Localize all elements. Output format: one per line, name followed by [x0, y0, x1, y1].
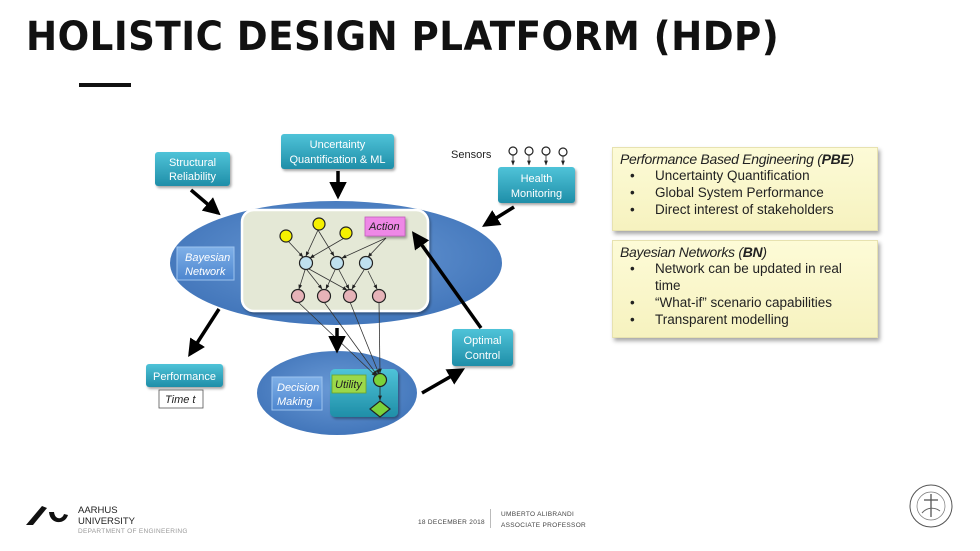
title-underline: [79, 83, 131, 87]
decision-making-label-2: Making: [277, 396, 313, 408]
svg-text:Performance: Performance: [153, 371, 216, 383]
pbe-item: Direct interest of stakeholders: [630, 201, 877, 218]
bn-heading: Bayesian Networks (BN): [620, 244, 767, 260]
svg-text:Action: Action: [368, 221, 400, 233]
slide-title: HOLISTIC DESIGN PLATFORM (HDP): [26, 14, 780, 60]
performance-box: Performance: [146, 364, 223, 387]
node-pink-3: [342, 288, 358, 304]
svg-text:Structural: Structural: [169, 157, 216, 169]
svg-text:Monitoring: Monitoring: [511, 188, 562, 200]
sensors-label: Sensors: [451, 149, 492, 161]
presenter-info: UMBERTO ALIBRANDI ASSOCIATE PROFESSOR: [501, 511, 587, 529]
sensor-icons: [508, 146, 568, 157]
svg-text:Optimal: Optimal: [464, 335, 502, 347]
decision-diamond-node: [369, 400, 391, 418]
pbe-info-box: Performance Based Engineering (PBE) Unce…: [612, 147, 878, 231]
bayesian-network-label: Bayesian Network: [176, 246, 235, 281]
utility-node: Utility: [331, 374, 367, 394]
svg-text:Health: Health: [521, 173, 553, 185]
time-t-label: Time t: [158, 389, 204, 409]
pbe-item: Global System Performance: [630, 184, 877, 201]
flow-arrows: [188, 171, 515, 395]
university-name: AARHUS UNIVERSITY DEPARTMENT OF ENGINEER…: [78, 505, 188, 538]
svg-text:Control: Control: [465, 350, 500, 362]
footer-separator: [490, 509, 491, 528]
node-pink-2: [316, 288, 332, 304]
node-yellow-3: [339, 226, 353, 240]
node-yellow-2: [312, 217, 326, 231]
bn-item: Network can be updated in real time: [630, 260, 865, 294]
bn-edges: [287, 229, 387, 291]
bn-item: “What-if” scenario capabilities: [630, 294, 877, 311]
node-pink-1: [290, 288, 306, 304]
uncertainty-ml-box: Uncertainty Quantification & ML: [281, 134, 394, 169]
department-name: DEPARTMENT OF ENGINEERING: [78, 528, 188, 535]
node-pink-4: [371, 288, 387, 304]
pbe-heading: Performance Based Engineering (PBE): [620, 151, 854, 167]
svg-text:Bayesian: Bayesian: [185, 252, 230, 264]
university-seal-icon: [909, 484, 953, 528]
bn-item: Transparent modelling: [630, 311, 877, 328]
node-yellow-1: [279, 229, 293, 243]
bn-info-box: Bayesian Networks (BN) Network can be up…: [612, 240, 878, 338]
decision-making-label-1: Decision: [277, 382, 319, 394]
decision-making-label-bg: [271, 376, 323, 411]
node-blue-3: [358, 255, 374, 271]
svg-text:Network: Network: [185, 266, 226, 278]
node-blue-2: [329, 255, 345, 271]
svg-text:Time t: Time t: [165, 394, 196, 406]
svg-text:Utility: Utility: [335, 379, 363, 391]
svg-text:Reliability: Reliability: [169, 171, 217, 183]
action-node: Action: [364, 216, 406, 237]
health-monitoring-box: Health Monitoring: [498, 167, 575, 203]
aarhus-university-logo-icon: [26, 506, 68, 525]
svg-text:Uncertainty: Uncertainty: [310, 139, 366, 151]
utility-circle-node: [372, 372, 388, 388]
pbe-item: Uncertainty Quantification: [630, 167, 877, 184]
node-blue-1: [298, 255, 314, 271]
presentation-date: 18 DECEMBER 2018: [418, 519, 485, 526]
optimal-control-box: Optimal Control: [452, 329, 513, 366]
svg-text:Quantification & ML: Quantification & ML: [290, 154, 386, 166]
structural-reliability-box: Structural Reliability: [155, 152, 230, 186]
